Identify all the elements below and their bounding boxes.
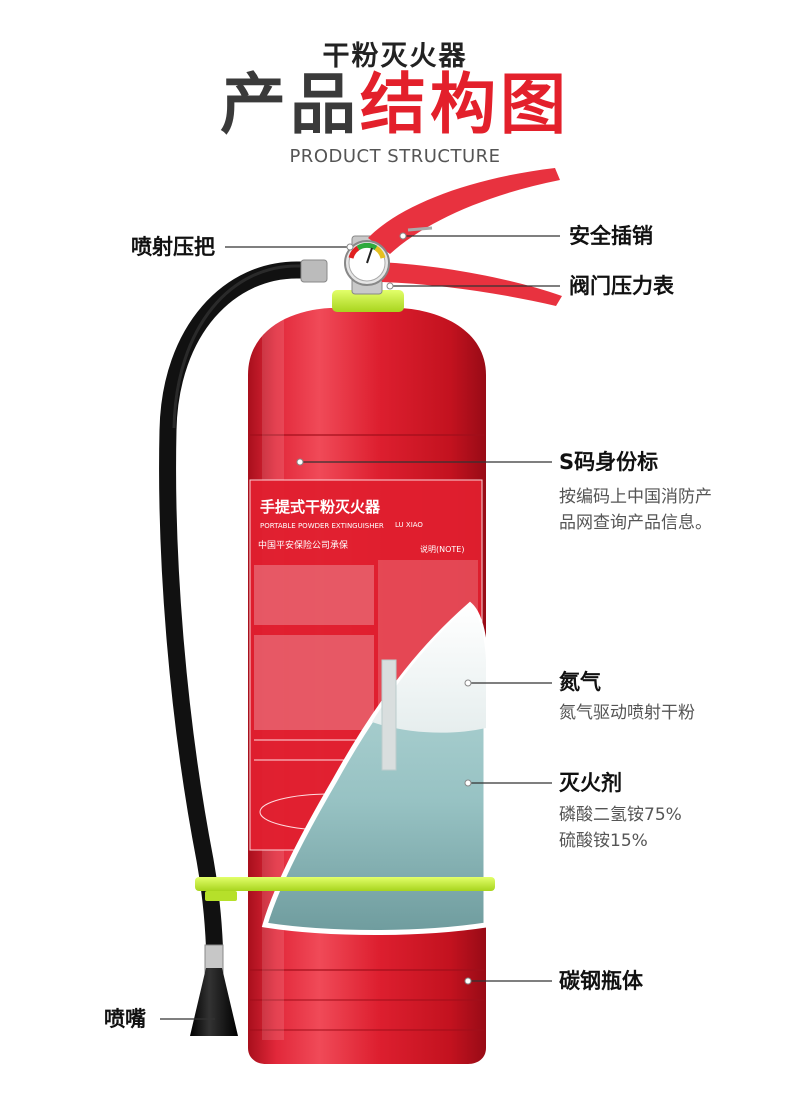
bottom-lever: [378, 262, 562, 306]
callout-nozzle: 喷嘴: [104, 1007, 146, 1031]
callout-cylinder: 碳钢瓶体: [559, 969, 643, 993]
label-brand-en: LU XIAO: [395, 521, 423, 529]
callout-s-code-desc-1: 按编码上中国消防产: [559, 487, 712, 507]
header-title-en: PRODUCT STRUCTURE: [289, 146, 501, 167]
callout-nitrogen-desc: 氮气驱动喷射干粉: [559, 703, 695, 723]
top-lever: [368, 168, 560, 254]
safety-pin: [407, 226, 433, 232]
callout-nitrogen: 氮气: [559, 670, 601, 694]
nozzle: [190, 968, 238, 1036]
callout-s-code-desc-2: 品网查询产品信息。: [559, 513, 712, 533]
callout-agent-desc-2: 硫酸铵15%: [559, 831, 648, 851]
siphon-tube: [381, 659, 397, 771]
label-note: 说明(NOTE): [420, 544, 464, 554]
header-title: 产品结构图: [0, 66, 790, 144]
label-insurance: 中国平安保险公司承保: [258, 539, 348, 551]
label-product-title: 手提式干粉灭火器: [260, 498, 381, 516]
hose-connector: [300, 259, 328, 283]
callout-spray-handle: 喷射压把: [131, 235, 215, 259]
valve-collar: [332, 290, 404, 312]
nitrogen-cutaway: [372, 605, 486, 733]
callout-s-code: S码身份标: [559, 450, 659, 474]
label-product-title-en: PORTABLE POWDER EXTINGUISHER: [260, 522, 384, 530]
callout-agent: 灭火剂: [559, 771, 622, 795]
callout-safety-pin: 安全插销: [569, 224, 653, 248]
callout-pressure-gauge: 阀门压力表: [569, 274, 674, 298]
callout-agent-desc-1: 磷酸二氢铵75%: [559, 805, 682, 825]
header-subtitle: 干粉灭火器: [322, 41, 468, 72]
mounting-clamp: [195, 877, 495, 891]
header-title-dark: 产品: [220, 66, 360, 143]
header-title-red: 结构图: [360, 66, 570, 143]
